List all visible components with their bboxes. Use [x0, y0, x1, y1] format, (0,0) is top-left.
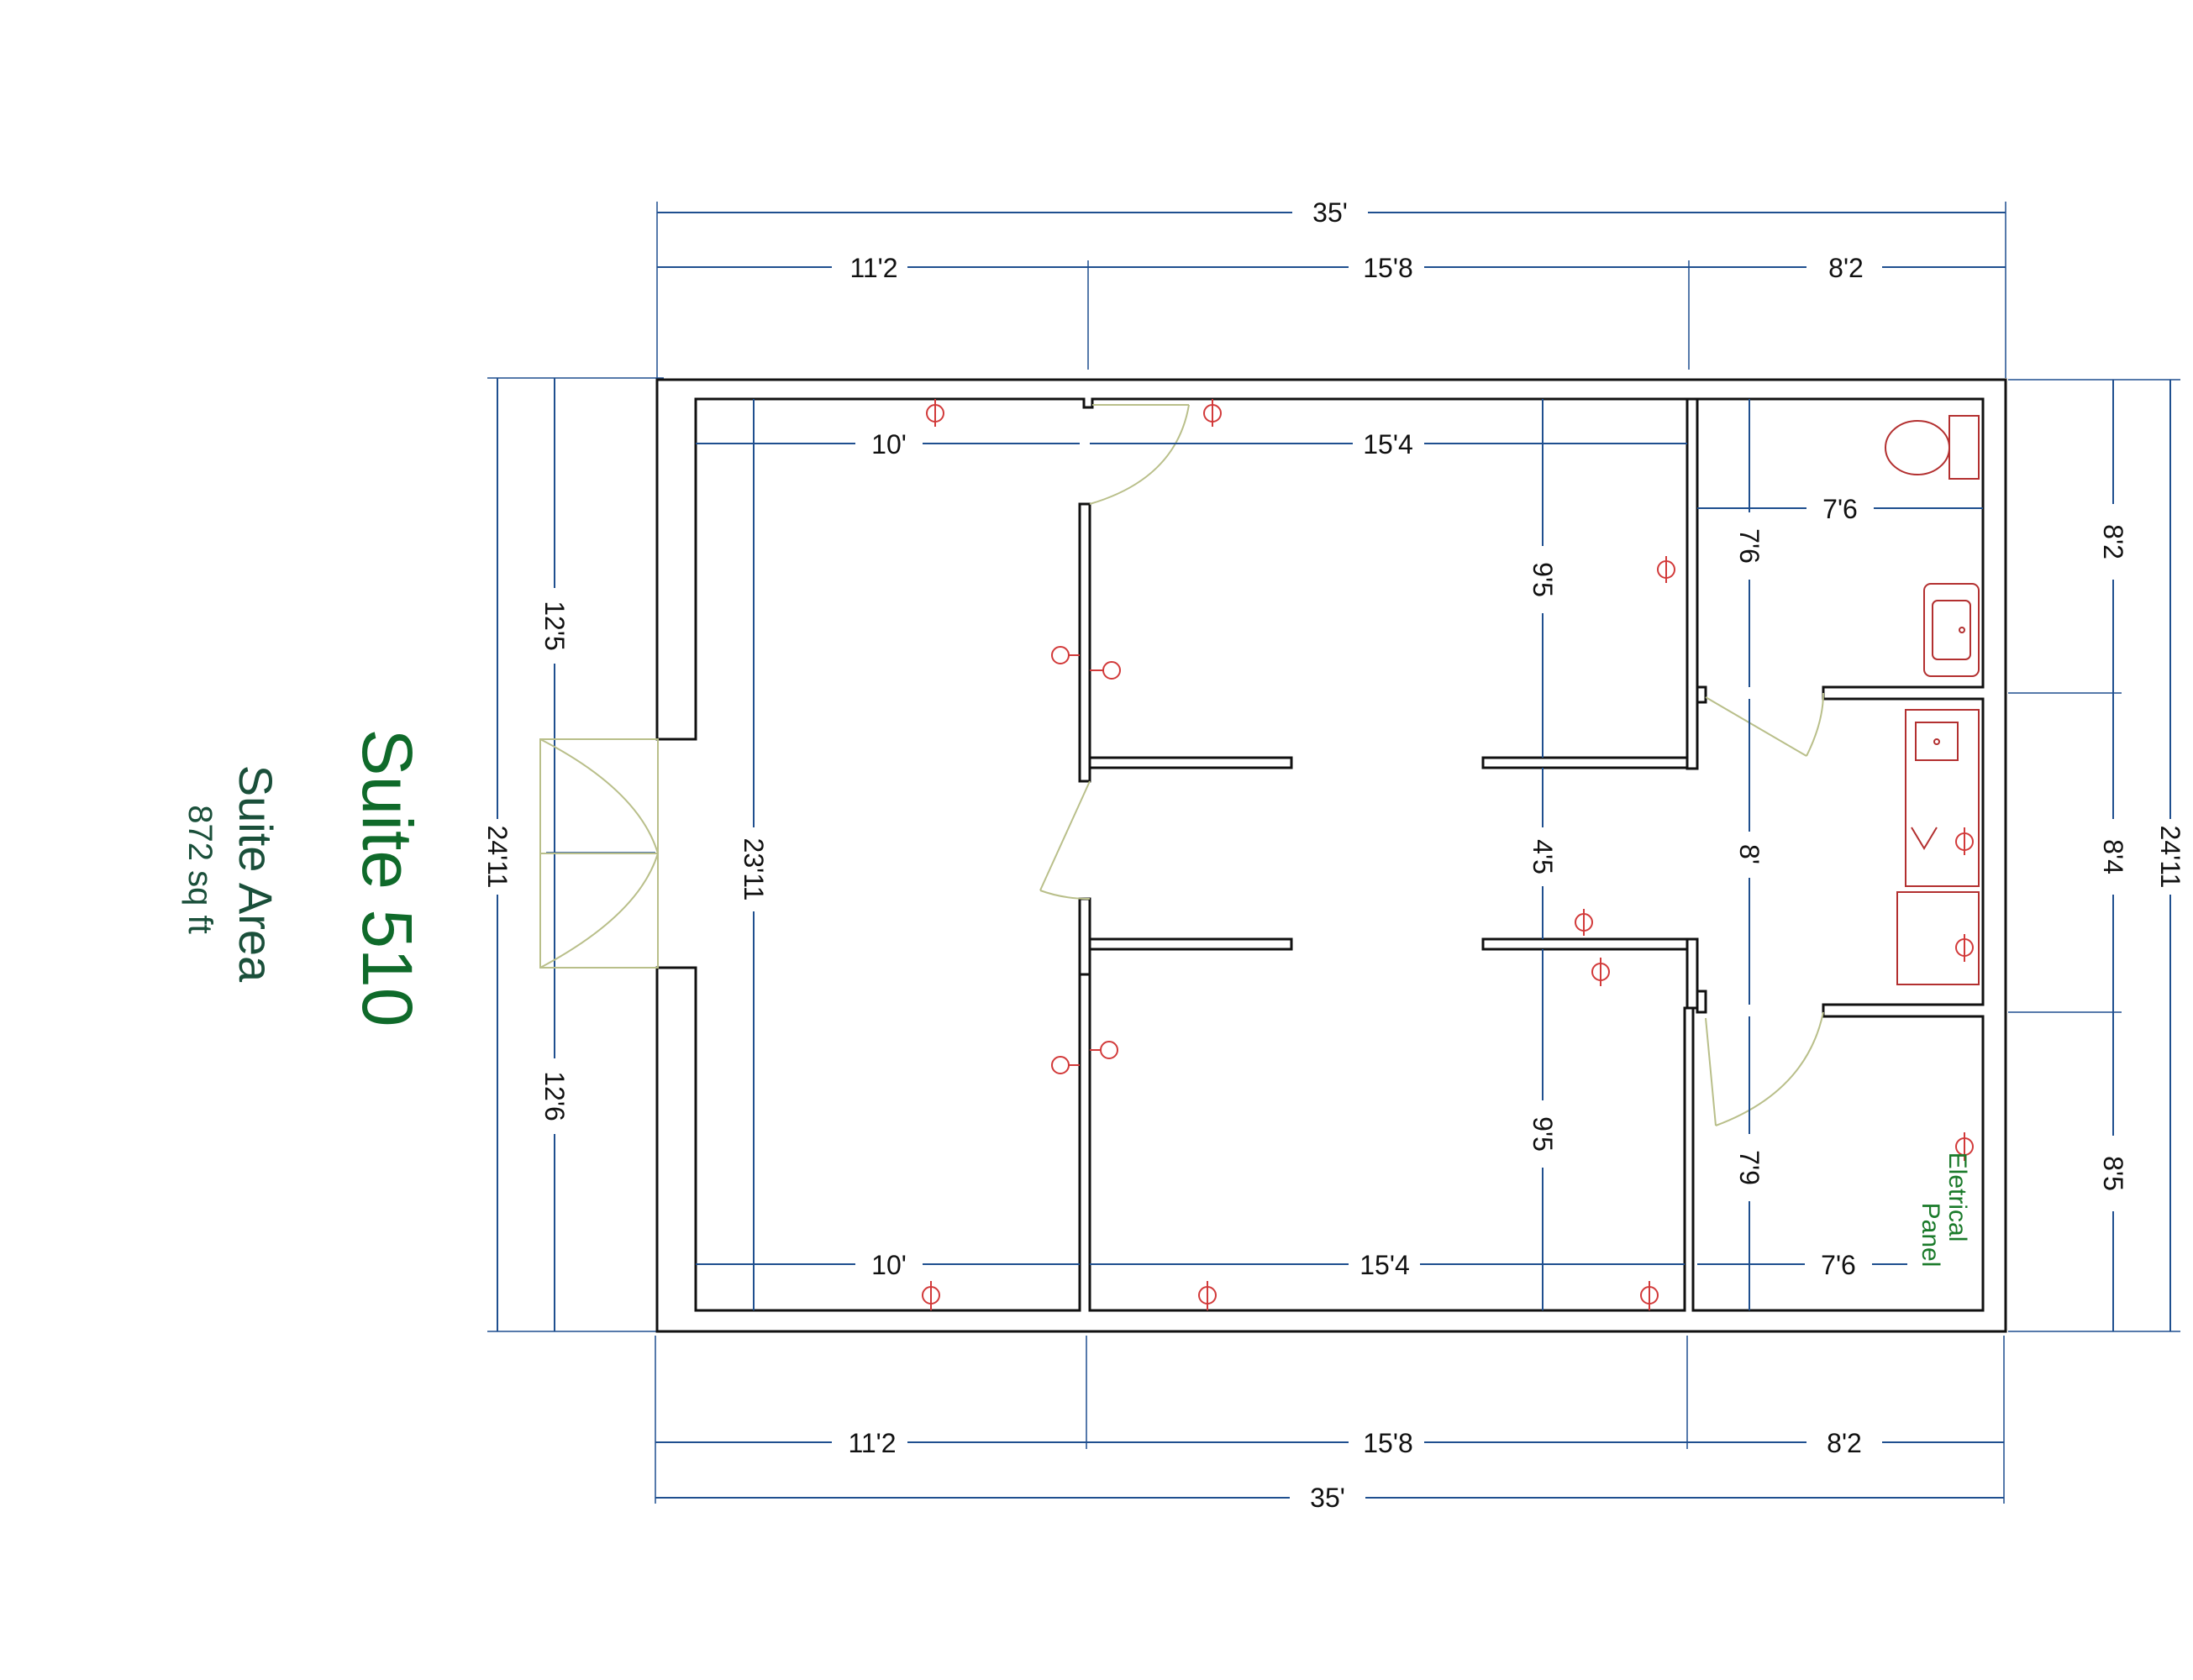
dim-right-overall: 24'11 [2155, 826, 2185, 889]
dim-panel-room-width: 7'6 [1821, 1250, 1856, 1280]
dim-bottom-right: 8'2 [1827, 1428, 1862, 1458]
dim-office-top: 15'4 [1363, 429, 1413, 459]
panel-label-line2: Panel [1917, 1203, 1944, 1268]
suite-title: Suite 510 [348, 729, 427, 1027]
outlet-icon [1090, 661, 1121, 680]
dim-office-top-height: 9'5 [1528, 562, 1558, 597]
dim-panel-room-height: 7'9 [1734, 1150, 1764, 1185]
suite-area-value: 872 sq ft [181, 805, 218, 933]
left-dimensions: 24'11 12'5 12'6 [481, 377, 664, 1332]
dim-hall-width: 4'5 [1528, 839, 1558, 874]
outlet-icon [1591, 958, 1610, 986]
dim-office-bottom-height: 9'5 [1528, 1116, 1558, 1152]
outlet-icon [1198, 1281, 1217, 1310]
bottom-dimensions: 11'2 15'8 8'2 35' [655, 1336, 2005, 1513]
dim-utility-height: 8' [1734, 844, 1764, 864]
sink-icon [1923, 583, 1980, 677]
dim-room-a-top: 10' [871, 429, 907, 459]
walls [655, 378, 2007, 1333]
suite-title-block: Suite 510 Suite Area 872 sq ft [181, 729, 427, 1027]
right-dimensions: 8'2 8'4 8'5 24'11 [2008, 379, 2187, 1332]
suite-area-label: Suite Area [229, 765, 282, 983]
outlet-icon [1203, 399, 1222, 427]
outlet-icon [1051, 646, 1080, 664]
dim-office-bottom: 15'4 [1359, 1250, 1410, 1280]
electrical-panel-label: Eletrical Panel [1917, 1152, 1971, 1268]
dim-bath-width: 7'6 [1822, 494, 1858, 524]
dim-left-overall: 24'11 [482, 826, 513, 889]
outlet-icon [1575, 909, 1593, 936]
dim-left-upper: 12'5 [539, 601, 570, 651]
outlet-icon [926, 399, 944, 427]
toilet-icon [1885, 415, 1980, 480]
dim-top-left: 11'2 [849, 253, 897, 283]
outlet-icon [1955, 827, 1974, 855]
dim-bath-height: 7'6 [1734, 528, 1764, 564]
outlet-icon [1955, 934, 1974, 962]
outlet-icon [1657, 556, 1675, 583]
dim-right-mid: 8'4 [2098, 839, 2128, 874]
top-dimensions: 35' 11'2 15'8 8'2 [656, 197, 2006, 378]
utility-sink-icon [1905, 709, 1980, 887]
doors [539, 404, 1824, 1126]
dim-top-right: 8'2 [1828, 253, 1864, 283]
outlet-icon [1051, 1056, 1080, 1074]
dim-right-lower: 8'5 [2098, 1156, 2128, 1191]
panel-label-line1: Eletrical [1943, 1152, 1971, 1242]
dim-right-upper: 8'2 [2098, 524, 2128, 559]
dim-top-overall: 35' [1312, 197, 1348, 228]
dim-room-a-height: 23'11 [739, 838, 769, 901]
water-heater-icon [1896, 891, 1980, 985]
outlet-icon [922, 1281, 940, 1310]
bathroom-fixtures [1885, 415, 1980, 985]
outlets [922, 399, 1974, 1310]
dim-top-mid: 15'8 [1363, 253, 1413, 283]
dim-bottom-mid: 15'8 [1363, 1428, 1413, 1458]
outlet-icon [1640, 1281, 1659, 1310]
outlet-icon [1090, 1041, 1118, 1059]
dim-room-a-bottom: 10' [871, 1250, 907, 1280]
outlet-icon [1955, 1132, 1974, 1161]
interior-dimensions: 10' 15'4 23'11 9'5 4'5 9'5 10' 15'4 7'6 [696, 399, 1983, 1310]
dim-bottom-left: 11'2 [848, 1428, 896, 1458]
interior-walls [1078, 397, 1707, 1014]
dim-bottom-overall: 35' [1310, 1483, 1345, 1513]
dim-left-lower: 12'6 [539, 1071, 570, 1121]
